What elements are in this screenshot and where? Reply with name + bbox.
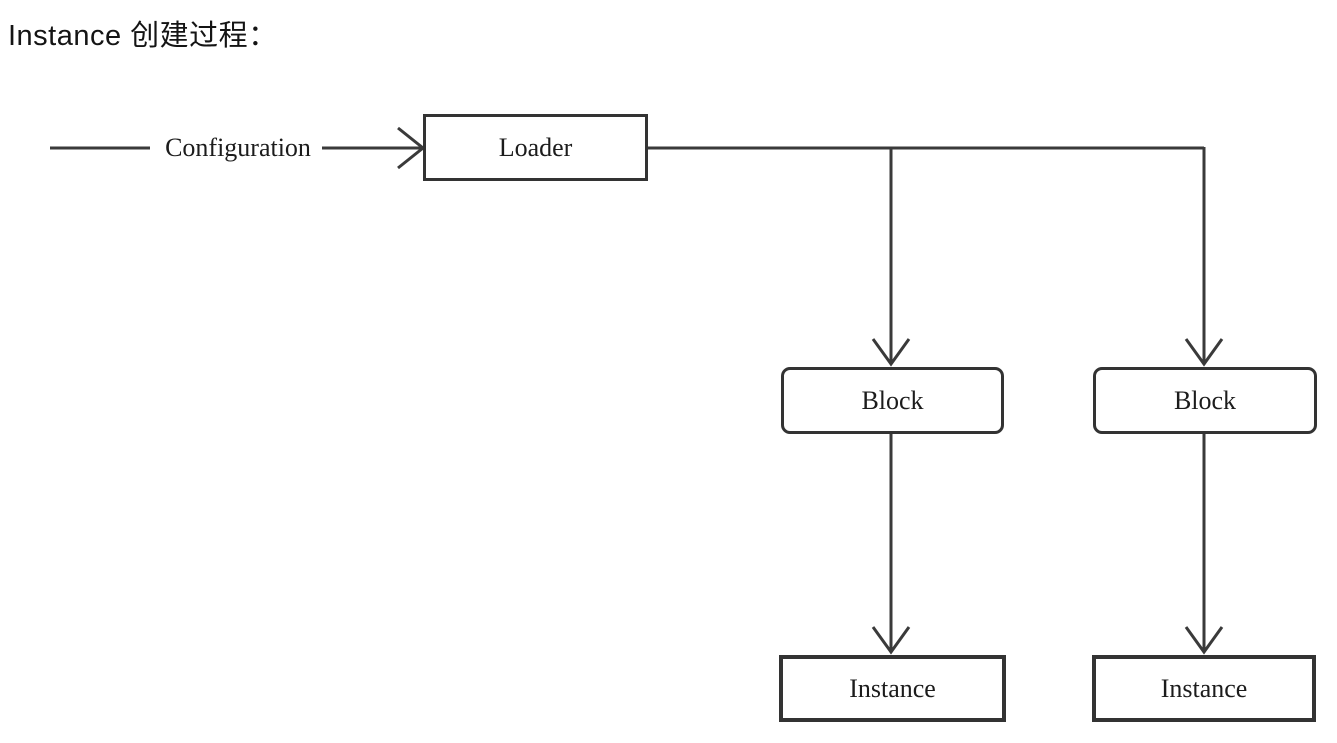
- node-block-left: Block: [781, 367, 1004, 434]
- configuration-edge-label: Configuration: [155, 133, 321, 163]
- node-loader-label: Loader: [498, 132, 573, 162]
- node-loader: Loader: [423, 114, 648, 181]
- node-instance-left-label: Instance: [849, 673, 936, 703]
- node-block-right: Block: [1093, 367, 1317, 434]
- node-instance-left: Instance: [779, 655, 1006, 722]
- page-title: Instance 创建过程：: [8, 20, 278, 52]
- node-block-left-label: Block: [861, 385, 924, 415]
- node-instance-right: Instance: [1092, 655, 1316, 722]
- arrowhead-into-instance-right-icon: [1184, 626, 1224, 655]
- arrowhead-into-block-left-icon: [871, 338, 911, 367]
- node-block-right-label: Block: [1173, 385, 1237, 415]
- arrowhead-into-instance-left-icon: [871, 626, 911, 655]
- node-instance-right-label: Instance: [1160, 673, 1248, 703]
- arrowhead-into-block-right-icon: [1184, 338, 1224, 367]
